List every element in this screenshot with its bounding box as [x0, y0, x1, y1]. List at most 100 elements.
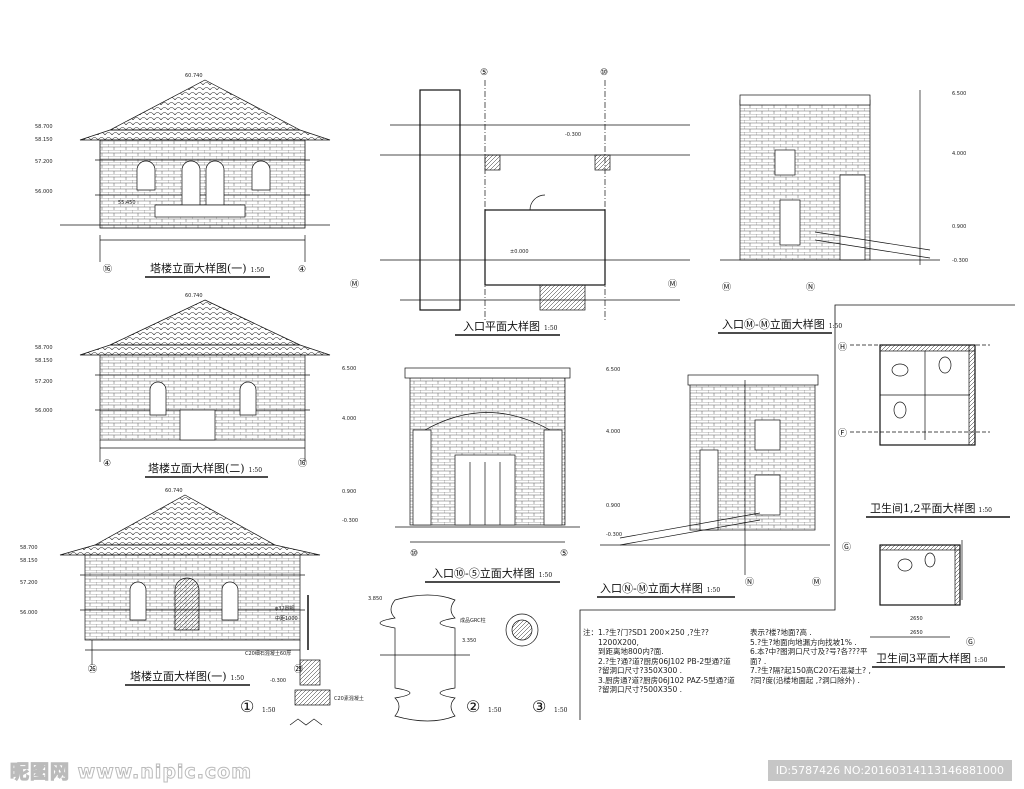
axis-label: ⑤ [560, 549, 568, 559]
tower-elevation-1-title: 塔楼立面大样图(一)1:50 ⑯ ④ [103, 261, 306, 278]
tower-elevation-1 [60, 79, 331, 262]
note-line: 6.本?中?图洞口尺寸及?号?各???平面? . [750, 647, 868, 666]
elevation-mark: 56.000 [20, 610, 38, 616]
tower-elevation-2-levels: 60.740 58.700 58.150 57.200 56.000 [35, 293, 203, 414]
note-text: 3.350 [462, 638, 476, 644]
detail-2 [379, 594, 470, 722]
note-text: 成品GRC柱 [460, 617, 486, 624]
elevation-mark: 56.000 [35, 408, 53, 414]
watermark-logo: 昵图网 www.nipic.com [9, 761, 253, 784]
elevation-mark: -0.300 [342, 518, 358, 524]
elevation-mark: 55.450 [118, 200, 136, 206]
toilet-plan-3 [870, 540, 963, 638]
elevation-mark: 6.500 [952, 91, 966, 97]
axis-label: Ⓝ [806, 282, 815, 293]
note-line: 3.厨房通?道?厨房06J102 PAZ-5型通?道 [598, 675, 735, 685]
elevation-mark: 6.500 [606, 367, 620, 373]
axis-label: Ⓕ [838, 428, 847, 439]
note-line: 7.?生?隔?起150高C20?石混凝土? , [750, 666, 871, 675]
note-text: C20素混凝土 [334, 695, 364, 702]
elevation-mark: 57.200 [35, 379, 53, 385]
dimension-text: 2650 [910, 630, 923, 636]
scale-text: 1:50 [829, 323, 843, 330]
elevation-mark: 58.700 [35, 345, 53, 351]
elevation-mark: -0.300 [606, 532, 622, 538]
note-line: ?留洞口尺寸?350X300 . [598, 666, 682, 675]
elevation-mark: 4.000 [952, 151, 966, 157]
axis-label: ㉙ [294, 664, 303, 675]
elevation-mark: 0.900 [606, 503, 620, 509]
scale-text: 1:50 [262, 707, 276, 714]
scale-text: 1:50 [707, 587, 721, 594]
tower-elevation-3-title: 塔楼立面大样图(一)1:50 ㉖ ㉙ [88, 664, 303, 686]
dimension-text: 2650 [910, 616, 923, 622]
note-text: C20细石混凝土60厚 [245, 650, 291, 657]
tower-elevation-3 [59, 494, 321, 665]
axis-label: Ⓜ [350, 279, 359, 290]
title-line: 塔楼立面大样图(二) 1:50 [148, 461, 262, 475]
entrance-elevation-mn [720, 90, 940, 265]
elevation-mark: 56.000 [35, 189, 53, 195]
elevation-mark: -0.300 [952, 258, 968, 264]
elevation-mark: 58.700 [20, 545, 38, 551]
note-line: ?留洞口尺寸?500X350 . [598, 685, 682, 694]
detail-3-labels: ③ 1:50 [532, 697, 568, 716]
axis-label: Ⓖ [842, 542, 851, 553]
title-line: 塔楼立面大样图(一)1:50 [150, 261, 264, 275]
scale-text: 1:50 [979, 507, 993, 514]
axis-label: ⑩ [410, 549, 418, 559]
entrance-elevation-10-5 [395, 367, 580, 543]
note-text: 中距1000 [275, 615, 298, 622]
axis-label: Ⓝ [745, 577, 754, 588]
axis-label: ⑤ [480, 68, 488, 78]
notes-lead: 注： [583, 628, 598, 637]
elevation-mark: 57.200 [20, 580, 38, 586]
scale-text: 1:50 [231, 675, 245, 682]
title-text: 入口Ⓝ-Ⓜ立面大样图 [600, 581, 703, 595]
elevation-mark: 58.150 [35, 358, 53, 364]
elevation-mark: 60.740 [165, 488, 183, 494]
title-text: 卫生间1,2平面大样图 [870, 501, 976, 515]
axis-label: ④ [298, 265, 306, 275]
title-line: 塔楼立面大样图(一)1:50 [130, 669, 244, 683]
title-line: 入口Ⓝ-Ⓜ立面大样图 1:50 [600, 581, 720, 595]
level-text: ±0.000 [510, 249, 529, 255]
general-notes-column-2: 表示?楼?地面?高 . 5.?生?地面向地漏方向找坡1% . 6.本?中?图洞口… [750, 628, 872, 685]
entrance-plan [380, 80, 690, 320]
elevation-mark: 60.740 [185, 293, 203, 299]
note-line: 表示?楼?地面?高 . [750, 628, 812, 637]
axis-label: ⑩ [600, 68, 608, 78]
detail-3 [505, 613, 539, 647]
toilet-plan-1-2 [850, 344, 990, 446]
note-line: 5.?生?地面向地漏方向找坡1% . [750, 637, 857, 647]
tower-elevation-2-title: 塔楼立面大样图(二) 1:50 ④ ⑯ [103, 458, 307, 478]
axis-label: ⑯ [298, 458, 307, 469]
scale-text: 1:50 [249, 467, 263, 474]
note-line: ?同?度(沿楼地面起 ,?洞口除外) . [750, 675, 860, 685]
level-text: -0.300 [565, 132, 581, 138]
image-id-badge: ID:5787426 NO:20160314113146881000 [767, 760, 1012, 781]
axis-label: Ⓜ [812, 577, 821, 588]
axis-label: Ⓖ [966, 637, 975, 648]
elevation-mark: 6.500 [342, 366, 356, 372]
drawing-titles: 塔楼立面大样图(一)1:50 ⑯ ④ 塔楼立面大样图(二) 1:50 ④ ⑯ 塔楼… [20, 68, 1010, 716]
detail-2-labels: ② 1:50 成品GRC柱 3.850 3.350 [368, 596, 502, 716]
title-text: 入口⑩-⑤立面大样图 [432, 566, 535, 580]
elevation-mark: 60.740 [185, 73, 203, 79]
title-text: 塔楼立面大样图(二) [148, 461, 245, 475]
axis-label: ㉖ [88, 664, 97, 675]
note-text: -0.300 [270, 678, 286, 684]
note-line: 2.?生?通?道?厨房06J102 PB-2型通?道 [598, 656, 731, 666]
axis-label: ④ [103, 459, 111, 469]
title-text: 入口平面大样图 [463, 319, 540, 333]
elevation-mark: 4.000 [606, 429, 620, 435]
note-line: 到距离地800内?面. [598, 647, 664, 656]
elevation-mark: 0.900 [952, 224, 966, 230]
